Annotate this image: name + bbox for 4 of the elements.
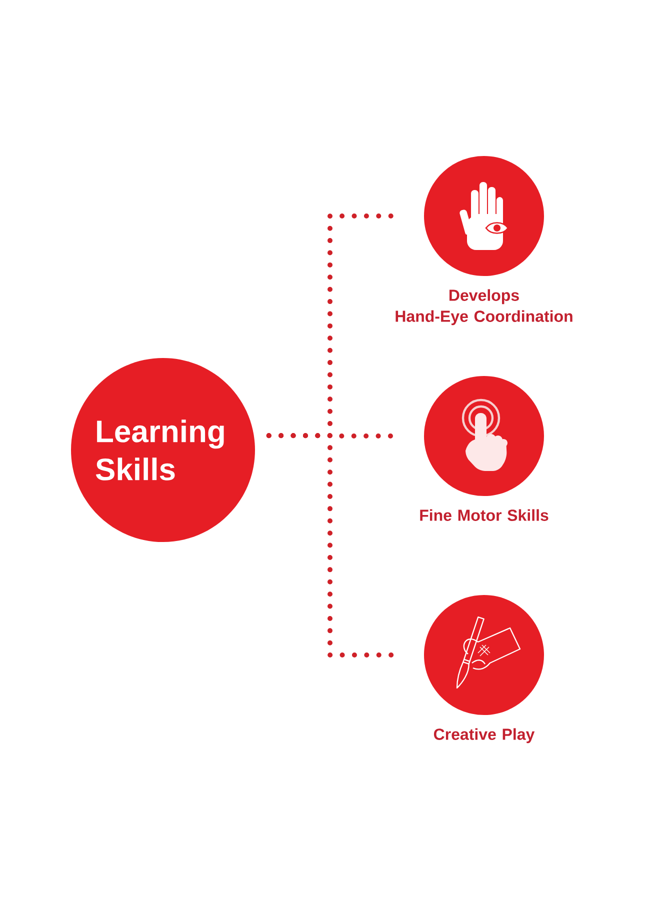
skill-label: Creative Play	[434, 728, 535, 744]
dotted-connector	[266, 433, 394, 658]
skill-label: Develops Hand-Eye Coordination	[396, 289, 572, 326]
skill-label: Fine Motor Skills	[420, 509, 548, 521]
